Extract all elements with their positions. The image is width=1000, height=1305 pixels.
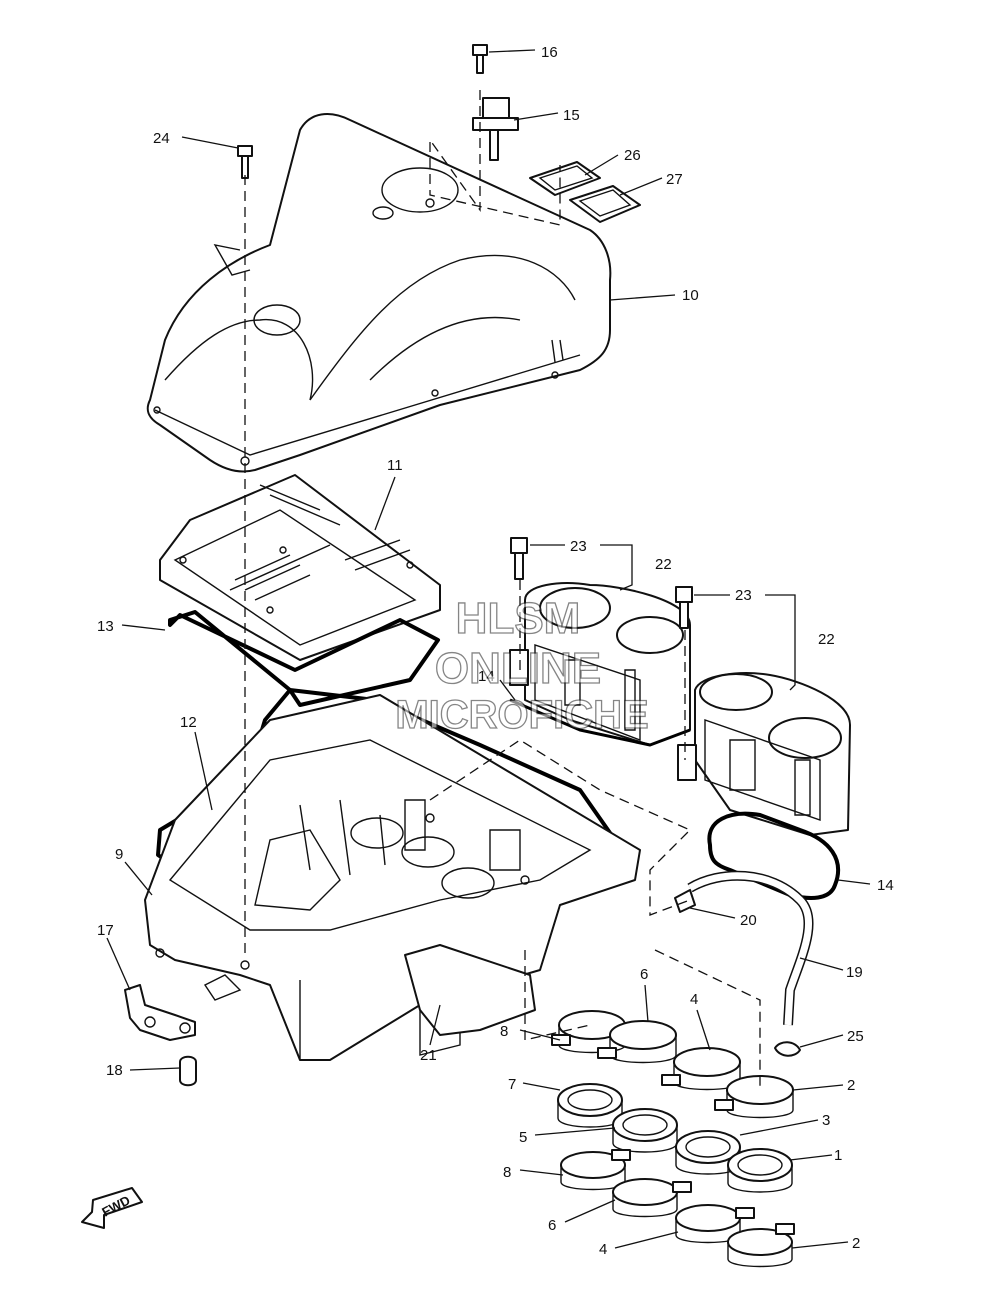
clamp-2-bottom [727, 1223, 795, 1268]
air-cleaner-cover [146, 113, 612, 473]
callout-18: 18 [106, 1062, 123, 1079]
joint-5 [612, 1108, 678, 1153]
callout-6-top: 6 [640, 966, 648, 983]
callout-2-top: 2 [847, 1077, 855, 1094]
callout-17: 17 [97, 922, 114, 939]
callout-21: 21 [420, 1047, 437, 1064]
clamp-6-bottom [612, 1178, 692, 1218]
callout-27: 27 [666, 171, 683, 188]
callout-6-bottom: 6 [548, 1217, 556, 1234]
callout-1: 1 [834, 1147, 842, 1164]
callout-14-right: 14 [877, 877, 894, 894]
callout-20: 20 [740, 912, 757, 929]
clamp-4-top [661, 1047, 741, 1091]
leader-lines [106, 49, 871, 1249]
callout-23-left: 23 [570, 538, 587, 555]
callout-14-upper: 14 [478, 668, 495, 685]
watermark-line2: ONLINE [435, 644, 601, 693]
callout-10: 10 [682, 287, 699, 304]
hose-clip-20 [674, 889, 696, 913]
callout-15: 15 [563, 107, 580, 124]
callout-2-bottom: 2 [852, 1235, 860, 1252]
callout-4-bottom: 4 [599, 1241, 607, 1258]
callout-23-right: 23 [735, 587, 752, 604]
clamp-6-top [597, 1020, 677, 1064]
callout-26: 26 [624, 147, 641, 164]
clamp-8-bottom [560, 1149, 631, 1191]
callout-7: 7 [508, 1076, 516, 1093]
joint-7 [557, 1083, 623, 1128]
callout-5: 5 [519, 1129, 527, 1146]
bolt-23-right [675, 586, 693, 629]
funnel-assembly-left [509, 582, 691, 746]
hose-clip-25 [774, 1041, 801, 1057]
callout-8-bottom: 8 [503, 1164, 511, 1181]
clamp-2-top [714, 1075, 794, 1119]
gasket-14-left [509, 698, 691, 747]
forward-arrow-icon: FWD [81, 1187, 143, 1229]
label-27 [569, 185, 641, 223]
callout-24: 24 [153, 130, 170, 147]
watermark-line3: MICROFICHE [395, 693, 648, 737]
alignment-line [654, 949, 761, 1090]
callout-4-top: 4 [690, 991, 698, 1008]
callout-25: 25 [847, 1028, 864, 1045]
air-filter-element [159, 474, 441, 661]
callout-13: 13 [97, 618, 114, 635]
alignment-line [429, 739, 692, 916]
grommet-18 [179, 1055, 197, 1087]
bracket-17 [124, 984, 196, 1041]
joint-1 [727, 1148, 793, 1193]
callout-9: 9 [115, 846, 123, 863]
gasket-13 [168, 610, 440, 707]
alignment-line [429, 90, 561, 226]
alignment-line [524, 950, 591, 1041]
intake-sensor-15 [472, 97, 519, 161]
screw-24 [237, 145, 253, 179]
callout-3: 3 [822, 1112, 830, 1129]
bolt-23-left [510, 537, 528, 580]
callout-12: 12 [180, 714, 197, 731]
callout-16: 16 [541, 44, 558, 61]
screw-16 [472, 44, 488, 74]
gasket-14-right [707, 811, 841, 900]
callout-11: 11 [387, 457, 403, 474]
callout-22-right: 22 [818, 631, 835, 648]
air-cleaner-case [144, 694, 641, 1061]
callout-22-left: 22 [655, 556, 672, 573]
callout-19: 19 [846, 964, 863, 981]
callout-8-top: 8 [500, 1023, 508, 1040]
clamp-4-bottom [675, 1204, 755, 1244]
watermark-line1: HLSM [456, 594, 581, 643]
funnel-assembly-right [677, 672, 851, 836]
